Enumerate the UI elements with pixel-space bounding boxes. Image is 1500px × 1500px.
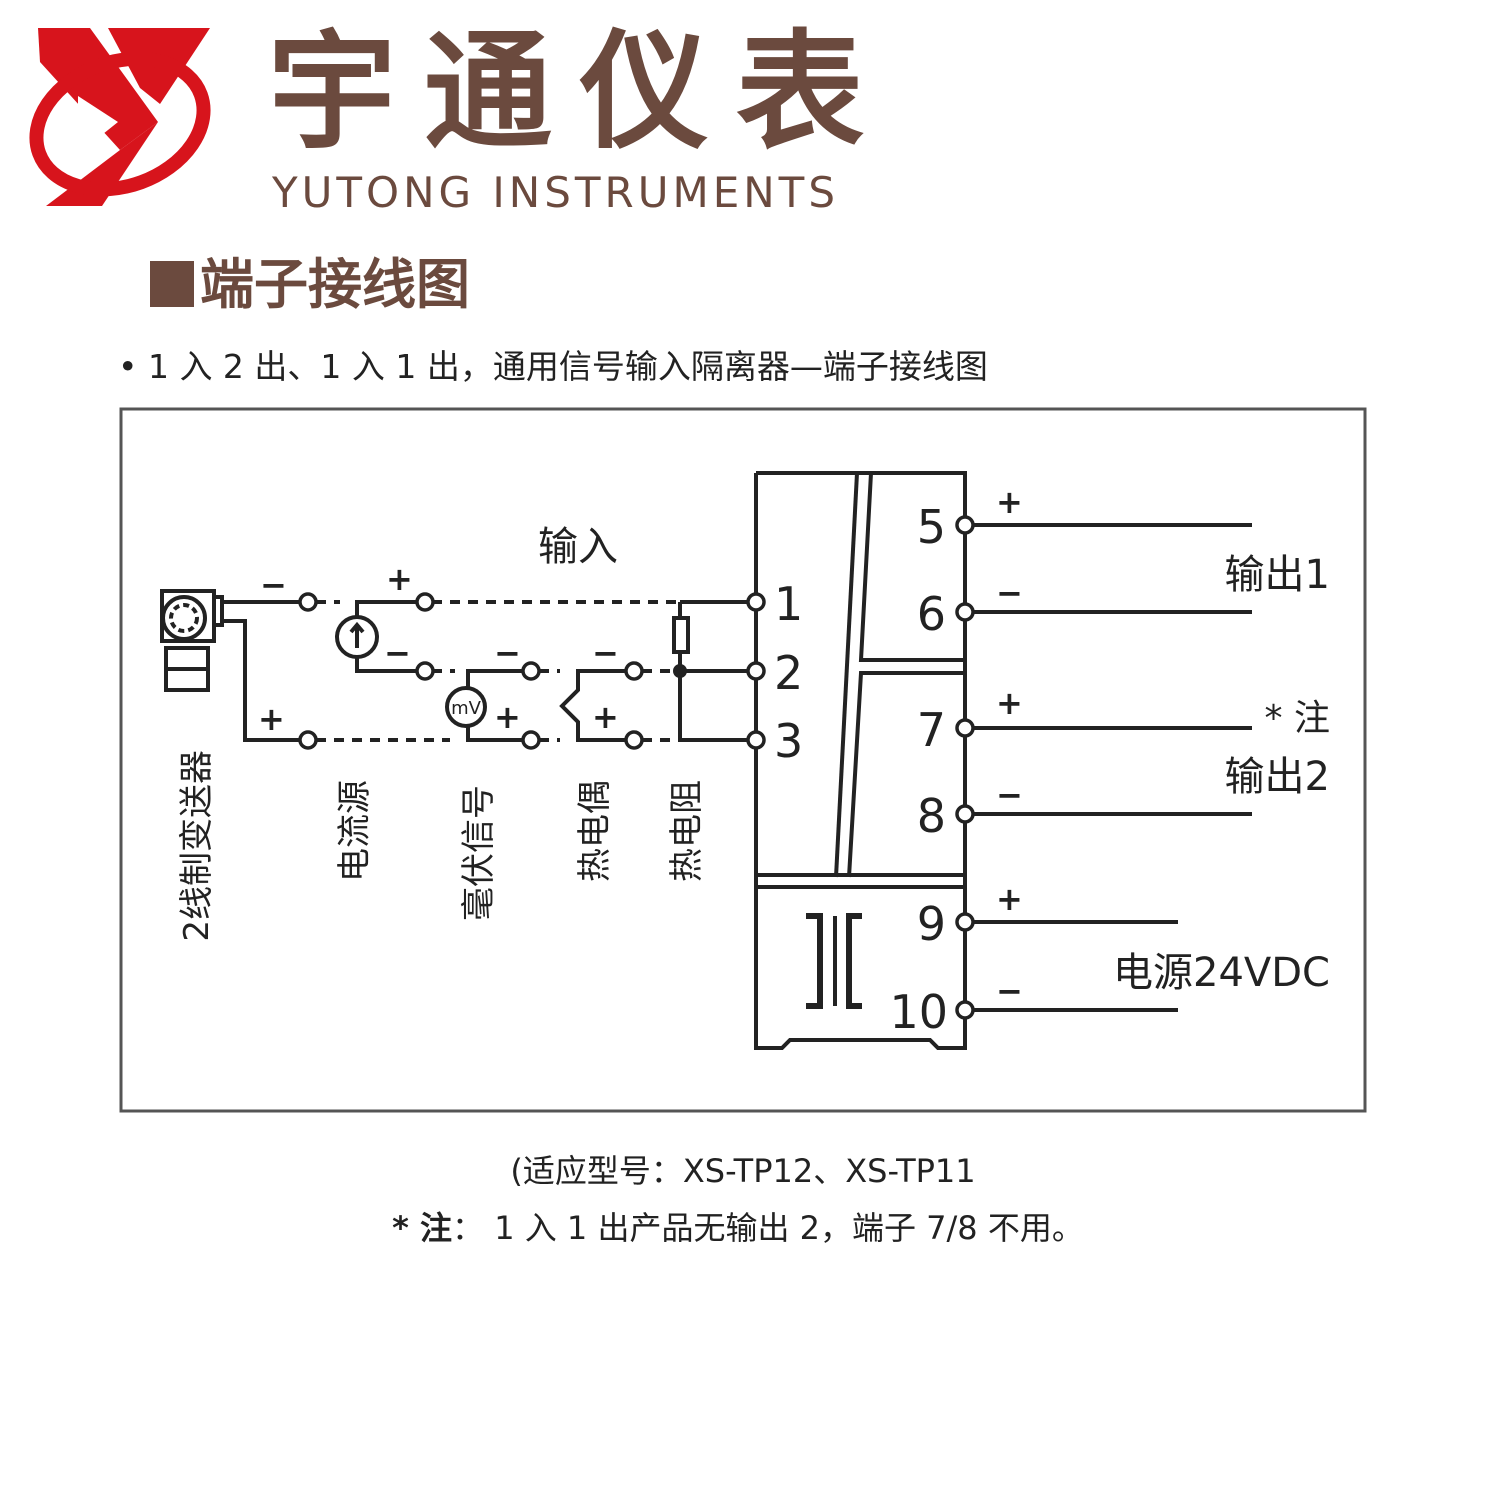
plus-label: + [996,483,1023,521]
brand-logo-icon [29,28,211,206]
minus-label: − [592,634,619,672]
transmitter-icon [160,589,224,692]
plus-label: + [494,698,521,736]
terminal-6: 6 [917,587,946,641]
power-label: 电源24VDC [1113,950,1330,996]
diagram-frame [119,407,1367,1113]
terminal-10: 10 [889,985,948,1039]
minus-label: − [996,972,1023,1010]
note-prefix: * 注 [392,1209,453,1247]
output2-note: * 注 [1265,698,1330,739]
source-label-current: 电流源 [335,780,375,882]
section-title-text: 端子接线图 [200,253,470,316]
minus-label: − [260,566,287,604]
source-label-millivolt: 毫伏信号 [459,785,499,921]
terminal-5: 5 [917,500,946,554]
minus-label: − [494,634,521,672]
plus-label: + [592,698,619,736]
terminal-9: 9 [917,897,946,951]
plus-label: + [386,560,413,598]
millivolt-source-icon [445,686,487,728]
thermocouple-icon [559,669,627,742]
isolator-module [754,471,967,1050]
note-caption: * 注： 1 入 1 出产品无输出 2，端子 7/8 不用。 [0,1203,1476,1249]
brand-name-cn: 宇通仪表 [268,18,893,167]
minus-label: − [384,634,411,672]
minus-label: − [996,574,1023,612]
models-caption: (适应型号：XS-TP12、XS-TP11 [510,1152,976,1190]
square-bullet-icon [150,261,194,307]
output1-label: 输出1 [1225,552,1330,598]
diagram-subtitle: • 1 入 2 出、1 入 1 出，通用信号输入隔离器—端子接线图 [118,347,988,386]
terminal-2: 2 [774,646,803,700]
minus-label: − [996,776,1023,814]
note-text: 1 入 1 出产品无输出 2，端子 7/8 不用。 [484,1209,1084,1247]
source-label-transmitter: 2线制变送器 [177,750,217,942]
input-label: 输入 [538,524,618,570]
terminal-3: 3 [774,714,803,768]
section-title: 端子接线图 [150,252,470,318]
mv-symbol: mV [451,698,482,719]
plus-label: + [996,684,1023,722]
terminal-8: 8 [917,789,946,843]
terminal-1: 1 [774,577,803,631]
rtd-resistor-icon [672,616,690,654]
terminal-7: 7 [917,703,946,757]
output2-label: 输出2 [1225,754,1330,800]
source-label-rtd: 热电阻 [667,780,707,882]
plus-label: + [258,700,285,738]
plus-label: + [996,880,1023,918]
source-label-thermocouple: 热电偶 [575,780,615,882]
brand-name-en: YUTONG INSTRUMENTS [272,168,839,217]
note-colon: ： [452,1209,485,1247]
current-source-icon [335,615,379,659]
